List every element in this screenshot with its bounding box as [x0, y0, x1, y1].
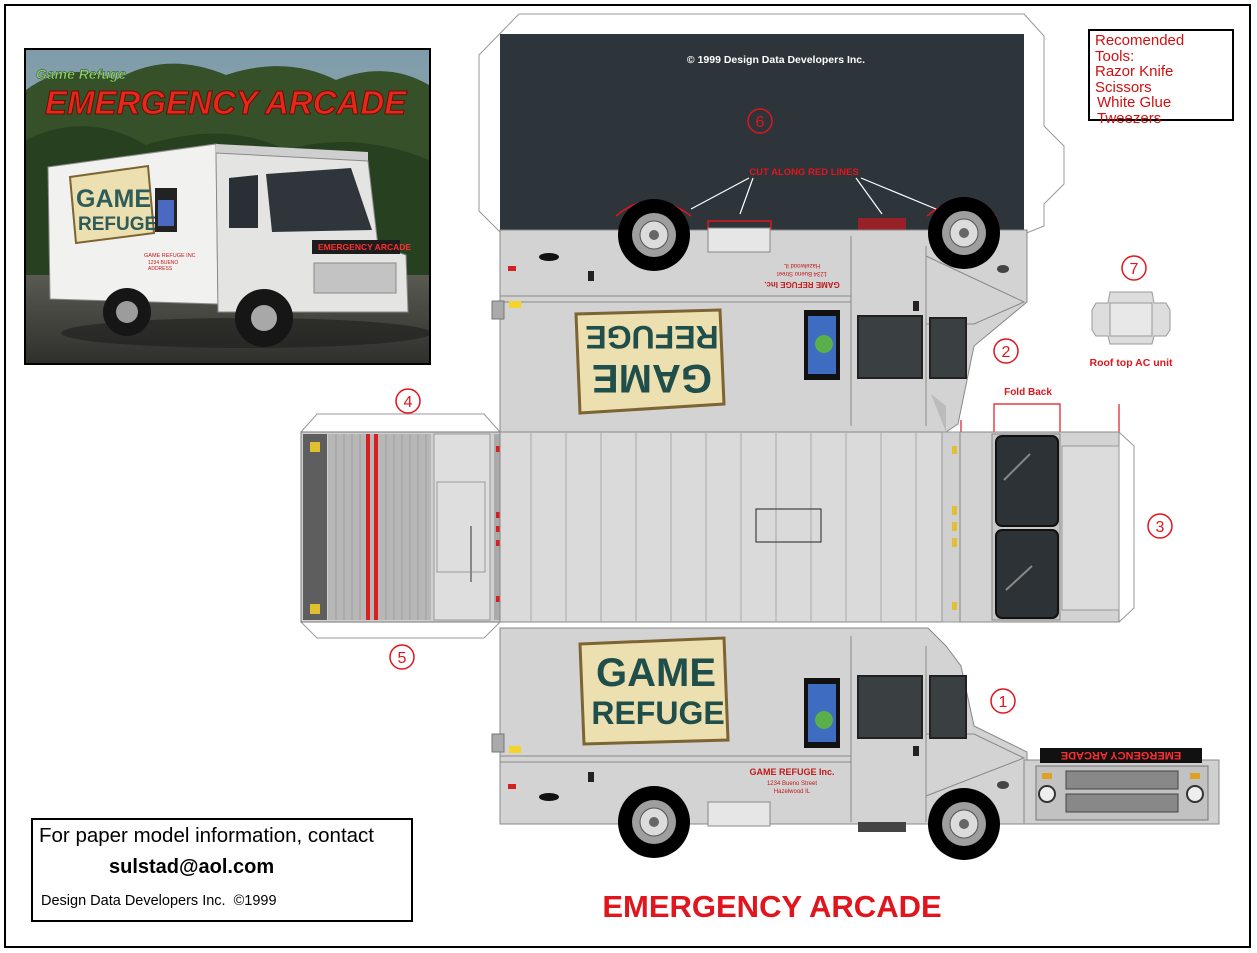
wheel-lower-right: [928, 788, 1000, 860]
photo-van-marquee: EMERGENCY ARCADE: [318, 242, 411, 252]
van-photo: GAME REFUGE EMERGENCY ARCADE GAME REFUGE…: [24, 48, 431, 365]
wheel-upper-left: [618, 199, 690, 271]
marquee-text: EMERGENCY ARCADE: [1061, 749, 1181, 761]
upper-logo: GAME REFUGE: [574, 308, 726, 415]
lower-side-text-3: Hazelwood IL: [774, 789, 811, 795]
part-number-5: 5: [389, 644, 415, 670]
part-number-1: 1: [990, 688, 1016, 714]
roof-panel: [500, 34, 1024, 230]
svg-text:3: 3: [1156, 519, 1165, 536]
svg-text:5: 5: [398, 650, 407, 667]
part-number-2: 2: [993, 338, 1019, 364]
photo-van-address-2: 1234 BUENO: [148, 260, 178, 266]
part-number-4: 4: [395, 388, 421, 414]
part-number-7: 7: [1121, 255, 1147, 281]
upper-side-text-1: GAME REFUGE Inc.: [764, 280, 840, 289]
photo-brand: Game Refuge: [36, 66, 126, 82]
photo-van-address-1: GAME REFUGE INC: [144, 253, 196, 259]
svg-text:GAME: GAME: [592, 356, 712, 400]
part-number-3: 3: [1147, 513, 1173, 539]
svg-text:GAME: GAME: [596, 651, 716, 695]
lower-logo: GAME REFUGE: [578, 636, 730, 746]
cut-instruction: CUT ALONG RED LINES: [749, 167, 858, 178]
fold-instruction: Fold Back: [1004, 387, 1052, 398]
lower-side-text-1: GAME REFUGE Inc.: [749, 767, 834, 777]
svg-text:6: 6: [756, 114, 765, 131]
paper-model-template: © 1999 Design Data Developers Inc. CUT A…: [300, 13, 1220, 924]
lower-side-text-2: 1234 Bueno Street: [767, 781, 817, 787]
ac-label: Roof top AC unit: [1089, 357, 1173, 369]
part-number-6: 6: [747, 108, 773, 134]
top-panel: [499, 431, 943, 623]
photo-van-sign-line1: GAME: [76, 185, 151, 213]
svg-text:2: 2: [1002, 344, 1011, 361]
upper-side-text-3: Hazelwood IL: [783, 262, 820, 268]
contact-box: For paper model information, contact sul…: [31, 818, 413, 922]
photo-van-sign-line2: REFUGE: [78, 214, 157, 235]
wheel-lower-left: [618, 786, 690, 858]
recommended-tools-box: Recomended Tools: Razor Knife Scissors W…: [1088, 29, 1234, 126]
page: GAME REFUGE EMERGENCY ARCADE GAME REFUGE…: [4, 4, 1251, 948]
copyright-top: © 1999 Design Data Developers Inc.: [687, 54, 865, 66]
contact-email[interactable]: sulstad@aol.com: [109, 856, 275, 878]
bottom-title: EMERGENCY ARCADE: [602, 889, 941, 924]
tool-item-scissors: Scissors: [1095, 78, 1152, 96]
wheel-upper-right: [928, 197, 1000, 269]
photo-title: EMERGENCY ARCADE: [45, 84, 407, 121]
tool-item-white-glue: White Glue: [1097, 94, 1172, 112]
svg-text:REFUGE: REFUGE: [585, 319, 718, 355]
svg-text:7: 7: [1130, 261, 1139, 278]
tool-item-tweezers: Tweezers: [1097, 109, 1162, 127]
contact-line: For paper model information, contact: [39, 824, 374, 847]
contact-footer: Design Data Developers Inc. ©1999: [41, 893, 277, 909]
upper-side-text-2: 1234 Bueno Street: [777, 270, 827, 276]
tool-item-razor-knife: Razor Knife: [1095, 63, 1174, 81]
svg-text:REFUGE: REFUGE: [591, 695, 724, 731]
tools-heading: Recomended Tools:: [1095, 32, 1185, 65]
svg-text:1: 1: [999, 694, 1008, 711]
photo-van-address-3: ADDRESS: [148, 266, 173, 272]
svg-text:4: 4: [404, 394, 413, 411]
